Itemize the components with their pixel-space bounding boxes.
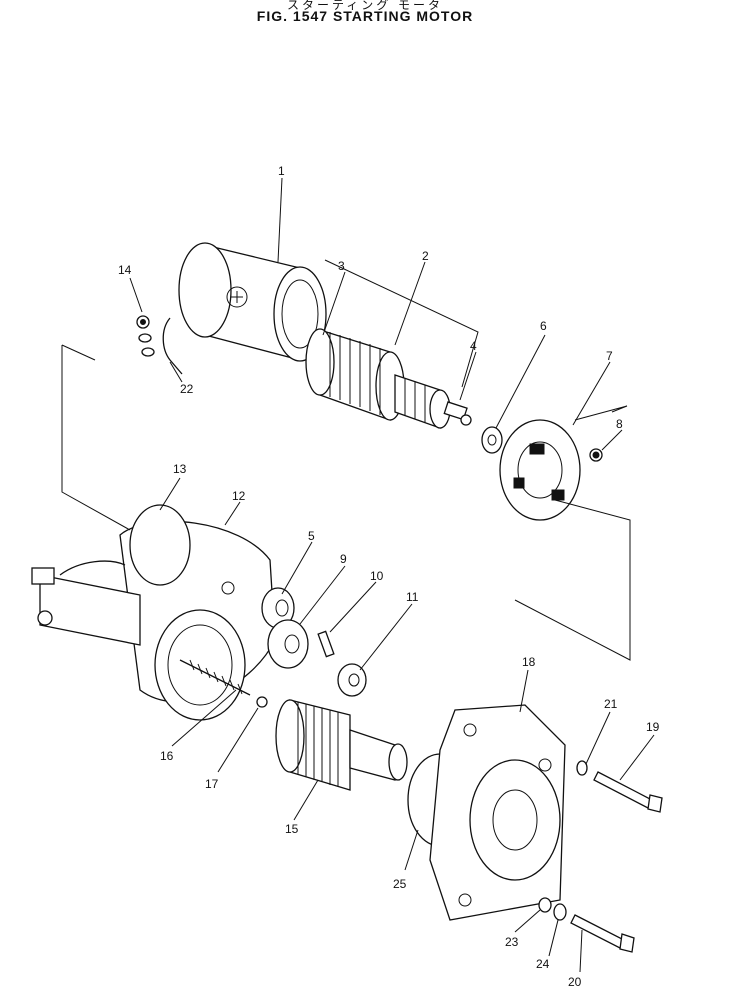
part-armature (305, 328, 472, 429)
callout-8: 8 (616, 417, 623, 431)
leader-lines (129, 177, 655, 973)
part-idler-gear (261, 587, 295, 629)
callout-22: 22 (180, 382, 194, 396)
figure-subtitle: スターティング モータ (286, 0, 444, 12)
callout-labels: 1 2 3 4 5 6 7 8 9 10 11 12 13 14 15 16 1… (118, 164, 660, 989)
assembly-lines (61, 259, 631, 661)
part-sleeve (337, 663, 367, 697)
part-washer (481, 426, 503, 454)
callout-18: 18 (522, 655, 536, 669)
part-front-bracket (429, 704, 566, 921)
callout-24: 24 (536, 957, 550, 971)
callout-25: 25 (393, 877, 407, 891)
callout-3: 3 (338, 259, 345, 273)
callout-19: 19 (646, 720, 660, 734)
part-bolt-lower (538, 897, 635, 953)
part-nut-washers (136, 315, 155, 357)
callout-17: 17 (205, 777, 219, 791)
callout-12: 12 (232, 489, 246, 503)
callout-10: 10 (370, 569, 384, 583)
callout-16: 16 (160, 749, 174, 763)
callout-5: 5 (308, 529, 315, 543)
part-spring (179, 659, 251, 696)
part-yoke-housing (162, 242, 327, 375)
part-gear-housing (31, 504, 276, 721)
callout-1: 1 (278, 164, 285, 178)
part-bolt-upper (576, 760, 663, 813)
part-pin (317, 630, 335, 658)
callout-23: 23 (505, 935, 519, 949)
callout-14: 14 (118, 263, 132, 277)
part-clutch-pinion (275, 699, 408, 791)
callout-2: 2 (422, 249, 429, 263)
callout-20: 20 (568, 975, 582, 989)
part-ball (256, 696, 268, 708)
callout-21: 21 (604, 697, 618, 711)
callout-4: 4 (470, 339, 477, 353)
callout-9: 9 (340, 552, 347, 566)
callout-7: 7 (606, 349, 613, 363)
callout-15: 15 (285, 822, 299, 836)
callout-6: 6 (540, 319, 547, 333)
figure-title: FIG. 1547 STARTING MOTOR (256, 8, 474, 24)
callout-11: 11 (406, 590, 419, 604)
part-gear (267, 619, 309, 669)
callout-13: 13 (173, 462, 187, 476)
part-brush-holder (499, 419, 603, 521)
